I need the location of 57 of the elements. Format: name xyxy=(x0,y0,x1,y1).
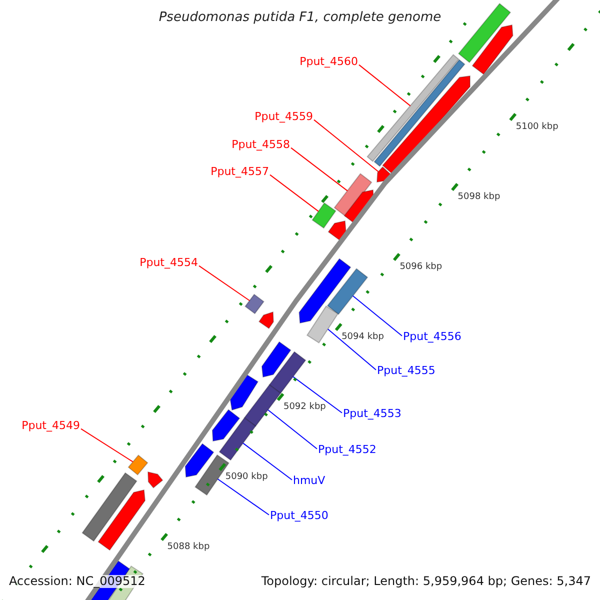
gene-label: Pput_4558 xyxy=(232,138,290,151)
gene-bar xyxy=(128,454,148,476)
gene-bar xyxy=(366,54,466,167)
gene-bar xyxy=(261,341,292,378)
leader-line xyxy=(217,478,270,516)
gene-label: Pput_4557 xyxy=(210,165,269,178)
genome-title: Pseudomonas putida F1, complete genome xyxy=(158,11,442,24)
scale-label: 5092 kbp xyxy=(283,401,326,414)
gene-label: Pput_4552 xyxy=(318,443,376,456)
leader-line xyxy=(198,265,250,302)
gene-bar xyxy=(458,2,512,64)
gene-bar xyxy=(298,258,352,324)
genome-stats-text: Topology: circular; Length: 5,959,964 bp; Genes: 5,347 xyxy=(261,575,591,588)
scale-label: 5094 kbp xyxy=(342,331,384,344)
gene-bar xyxy=(98,489,146,551)
gene-bar xyxy=(328,220,346,241)
gene-label: Pput_4556 xyxy=(403,330,462,343)
scale-label: 5090 kbp xyxy=(225,471,268,484)
scale-label: 5098 kbp xyxy=(458,191,500,204)
gene-bar xyxy=(326,268,368,315)
leader-line xyxy=(358,64,411,106)
gene-bar xyxy=(218,417,256,461)
leader-line xyxy=(80,428,134,462)
leader-line xyxy=(352,295,402,336)
scale-label: 5096 kbp xyxy=(400,261,442,274)
gene-bar xyxy=(184,443,214,478)
leader-line xyxy=(290,147,348,192)
gene-bar xyxy=(306,306,339,344)
accession-text: Accession: NC_009512 xyxy=(9,575,146,588)
gene-bar xyxy=(312,202,336,229)
gene-bar xyxy=(82,472,138,542)
leader-line xyxy=(292,376,342,414)
gene-bar xyxy=(244,384,282,427)
gene-label: Pput_4549 xyxy=(22,419,80,432)
gene-bar xyxy=(212,409,240,442)
gene-bar xyxy=(258,311,274,330)
gene-bar xyxy=(244,294,264,314)
gene-bar xyxy=(344,189,374,225)
leader-line xyxy=(327,328,376,370)
gene-label: Pput_4550 xyxy=(270,509,328,522)
gene-label: Pput_4553 xyxy=(343,407,402,420)
gene-label: Pput_4554 xyxy=(140,256,198,269)
leader-line xyxy=(242,442,292,480)
scale-label: 5100 kbp xyxy=(516,121,558,134)
gene-label: Pput_4555 xyxy=(377,364,436,377)
gene-bar xyxy=(268,351,306,394)
gene-label: hmuV xyxy=(293,474,326,487)
gene-bar xyxy=(382,75,470,176)
scale-label: 5088 kbp xyxy=(167,541,210,554)
leader-line xyxy=(314,119,379,172)
leader-line xyxy=(268,409,318,450)
gene-label: Pput_4559 xyxy=(254,110,313,123)
gene-label: Pput_4560 xyxy=(300,55,358,68)
gene-bar xyxy=(230,374,259,411)
leader-line xyxy=(270,174,319,212)
gene-bar xyxy=(472,24,514,75)
gene-bar xyxy=(147,471,164,488)
